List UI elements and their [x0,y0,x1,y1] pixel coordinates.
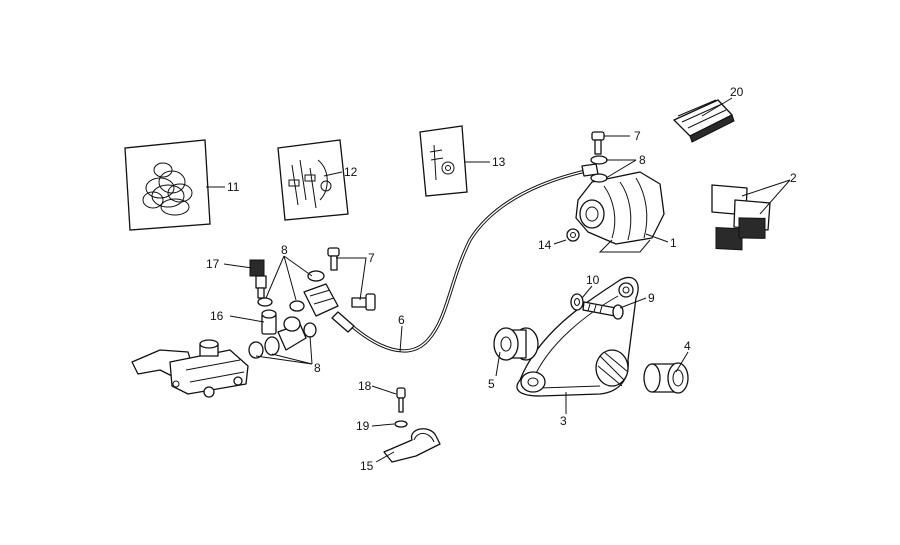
callout-17: 17 [206,257,220,271]
callout-1: 1 [670,236,677,250]
callout-16: 16 [210,309,224,323]
brake-pads-2 [711,184,771,251]
washer-10 [570,293,584,311]
spacer-5 [493,327,539,361]
callout-5: 5 [488,377,495,391]
callout-14: 14 [538,238,552,252]
callout-13: 13 [492,155,506,169]
pin-kit-bag-12 [277,139,349,221]
caliper-banjo-bolt-7 [590,131,608,183]
callout-18: 18 [358,379,372,393]
stop-light-switch-17 [249,259,273,307]
pad-spring-20 [673,99,735,143]
bleed-kit-bag-13 [419,125,468,197]
banjo-fitting-16 [248,309,317,359]
callout-12: 12 [344,165,358,179]
callout-19: 19 [356,419,370,433]
callout-4: 4 [684,339,691,353]
brake-hose-6 [331,163,599,353]
screw-9 [582,301,624,320]
callout-9: 9 [648,291,655,305]
seal-kit-bag-11 [124,139,211,231]
callout-3: 3 [560,414,567,428]
callout-20: 20 [730,85,744,99]
callout-15: 15 [360,459,374,473]
callout-10: 10 [586,273,600,287]
callout-8-master: 8 [314,361,321,375]
hose-junction [289,247,376,317]
callout-11: 11 [227,180,240,194]
bush-4 [643,362,689,394]
callout-7-caliper: 7 [634,129,641,143]
brake-caliper-1 [575,171,665,253]
callout-8-junction: 8 [281,243,288,257]
callout-8-caliper: 8 [639,153,646,167]
clamp-15 [383,387,441,463]
leader-lines [206,97,791,463]
callout-2: 2 [790,171,797,185]
master-cylinder [131,339,249,398]
callout-6: 6 [398,313,405,327]
bleed-screw-14 [566,228,580,242]
callout-labels: 1 2 3 4 5 6 7 7 8 8 8 9 10 11 12 13 14 1… [206,85,797,473]
callout-7-junction: 7 [368,251,375,265]
